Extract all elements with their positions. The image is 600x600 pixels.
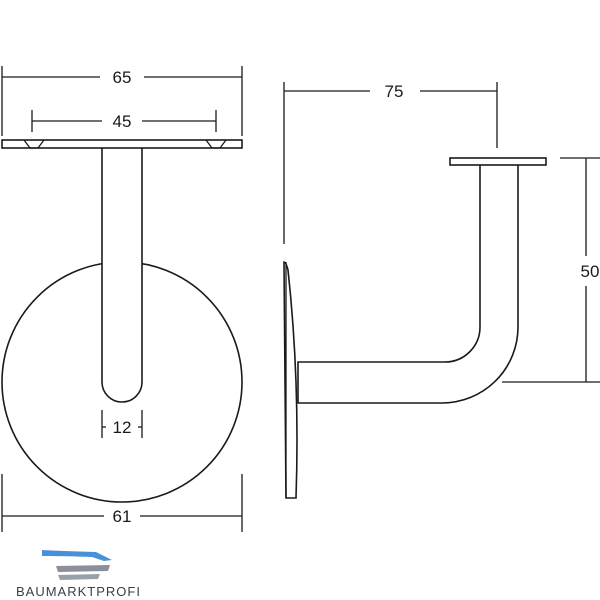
bent-arm	[297, 163, 519, 404]
dim-projection-label: 75	[385, 82, 404, 101]
logo-text: BAUMARKTPROFI	[16, 584, 141, 599]
dim-hole-spacing-label: 45	[113, 112, 132, 131]
logo-bar2-icon	[58, 574, 100, 580]
dim-height: 50	[502, 157, 600, 383]
logo-roof-icon	[42, 550, 112, 561]
slot-stem	[101, 145, 143, 403]
dim-disc-diameter: 61	[1, 474, 243, 532]
dim-hole-spacing: 45	[31, 110, 217, 132]
logo-bar-icon	[56, 565, 110, 572]
dim-plate-width: 65	[1, 66, 243, 136]
side-view: 75 50	[283, 82, 600, 499]
top-plate	[1, 139, 243, 149]
dim-height-label: 50	[581, 262, 600, 281]
dim-plate-width-label: 65	[113, 68, 132, 87]
saddle-plate	[449, 157, 547, 166]
dim-slot-width: 12	[101, 410, 143, 438]
front-view: 65 45 12 61	[1, 66, 243, 532]
dim-disc-diameter-label: 61	[113, 507, 132, 526]
brand-logo: BAUMARKTPROFI	[16, 550, 141, 599]
dim-slot-width-label: 12	[113, 418, 132, 437]
hole-right	[205, 139, 227, 149]
dim-projection: 75	[283, 82, 498, 244]
hole-left	[23, 139, 45, 149]
